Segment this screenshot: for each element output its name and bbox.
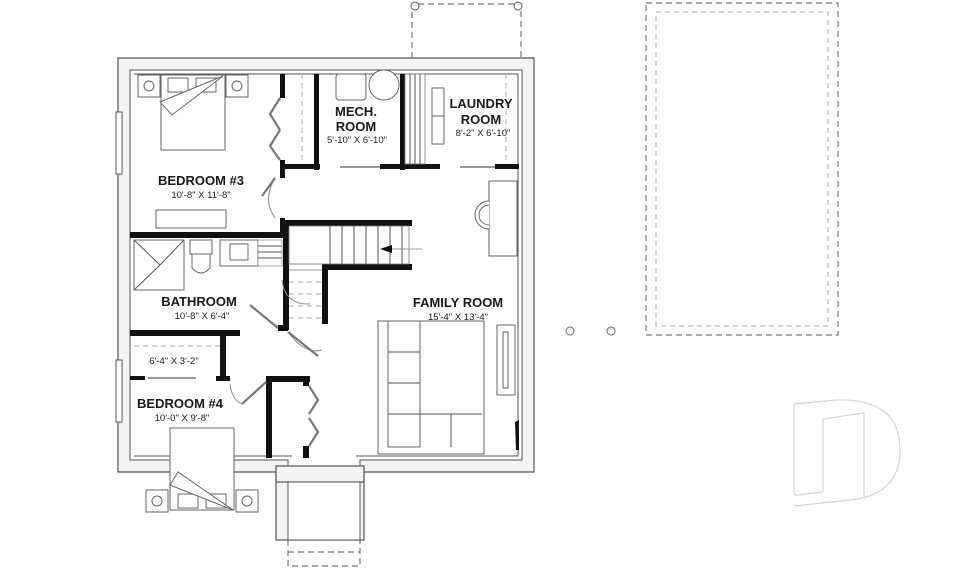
interior-walls	[130, 74, 519, 458]
bathroom-fixtures	[133, 239, 283, 347]
family-room-dimensions: 15'-4" X 13'-4"	[428, 312, 488, 323]
bedroom4-furniture	[145, 427, 259, 513]
room-labels: BEDROOM #3 10'-8" X 11'-8" MECH. ROOM 5'…	[137, 96, 513, 424]
watermark-d-logo-icon	[793, 399, 901, 507]
stair-arrow-icon	[380, 245, 392, 253]
porch-outline	[410, 1, 523, 58]
bedroom3-furniture	[137, 74, 249, 229]
family-room-furniture	[377, 180, 519, 455]
closet-dimensions: 6'-4" X 3'-2"	[149, 356, 198, 367]
left-windows	[115, 111, 123, 423]
bedroom4-label: BEDROOM #4	[137, 396, 224, 411]
mech-room-label-1: MECH.	[335, 104, 377, 119]
mech-room-dimensions: 5'-10" X 6'-10"	[327, 135, 387, 146]
mech-room-label-2: ROOM	[336, 119, 376, 134]
garage-outline	[565, 2, 839, 336]
laundry-room-label-1: LAUNDRY	[449, 96, 512, 111]
laundry-room-dimensions: 8'-2" X 6'-10"	[456, 128, 511, 139]
bedroom4-dimensions: 10'-0" X 9'-8"	[155, 413, 210, 424]
bathroom-dimensions: 10'-8" X 6'-4"	[175, 311, 230, 322]
bedroom3-label: BEDROOM #3	[158, 173, 244, 188]
family-room-label: FAMILY ROOM	[413, 295, 503, 310]
laundry-room-label-2: ROOM	[461, 112, 501, 127]
mech-laundry-fixtures	[301, 69, 507, 165]
bathroom-label: BATHROOM	[161, 294, 237, 309]
staircase	[288, 225, 422, 319]
doors	[148, 97, 495, 447]
bedroom3-dimensions: 10'-8" X 11'-8"	[171, 190, 230, 201]
